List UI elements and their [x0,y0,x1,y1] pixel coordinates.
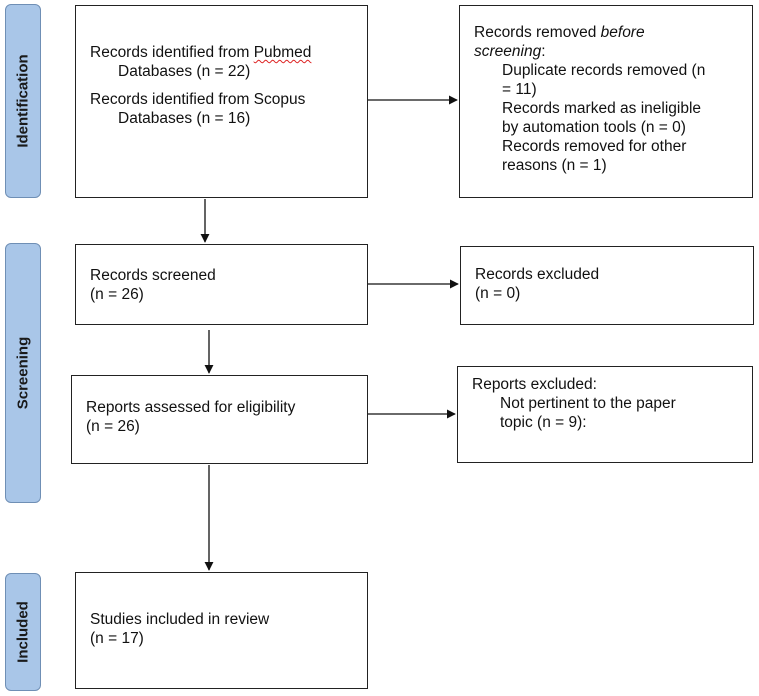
ineligible-line2: by automation tools (n = 0) [502,119,686,136]
removed-heading: Records removed before [474,24,645,41]
other-reasons-line2: reasons (n = 1) [502,157,607,174]
phase-identification: Identification [5,4,41,198]
ineligible-line1: Records marked as ineligible [502,100,702,117]
records-removed-box: Records removed before screening: Duplic… [459,5,753,198]
phase-screening: Screening [5,243,41,503]
scopus-line: Records identified from Scopus [90,91,306,108]
duplicates-line1: Duplicate records removed (n [502,62,706,79]
reports-excluded-reason2: topic (n = 9): [500,414,587,431]
reports-assessed-count: (n = 26) [86,418,140,435]
reports-excluded-label: Reports excluded: [472,376,597,393]
records-excluded-count: (n = 0) [475,285,521,302]
reports-excluded-reason1: Not pertinent to the paper [500,395,676,412]
records-screened-box: Records screened (n = 26) [75,244,368,325]
records-screened-count: (n = 26) [90,286,144,303]
records-excluded-box: Records excluded (n = 0) [460,246,754,325]
reports-assessed-box: Reports assessed for eligibility (n = 26… [71,375,368,464]
studies-included-box: Studies included in review (n = 17) [75,572,368,689]
reports-excluded-box: Reports excluded: Not pertinent to the p… [457,366,753,463]
other-reasons-line1: Records removed for other [502,138,687,155]
records-excluded-label: Records excluded [475,266,600,283]
records-screened-label: Records screened [90,267,216,284]
identification-box: Records identified from Pubmed Databases… [75,5,368,198]
reports-assessed-label: Reports assessed for eligibility [86,399,296,416]
pubmed-count: Databases (n = 22) [118,63,251,80]
phase-included: Included [5,573,41,691]
studies-included-count: (n = 17) [90,630,144,647]
duplicates-line2: = 11) [502,81,537,98]
removed-heading-screening: screening [474,43,542,60]
pubmed-word: Pubmed [253,44,312,61]
pubmed-line: Records identified from Pubmed [90,44,312,61]
studies-included-label: Studies included in review [90,611,270,628]
scopus-count: Databases (n = 16) [118,110,251,127]
